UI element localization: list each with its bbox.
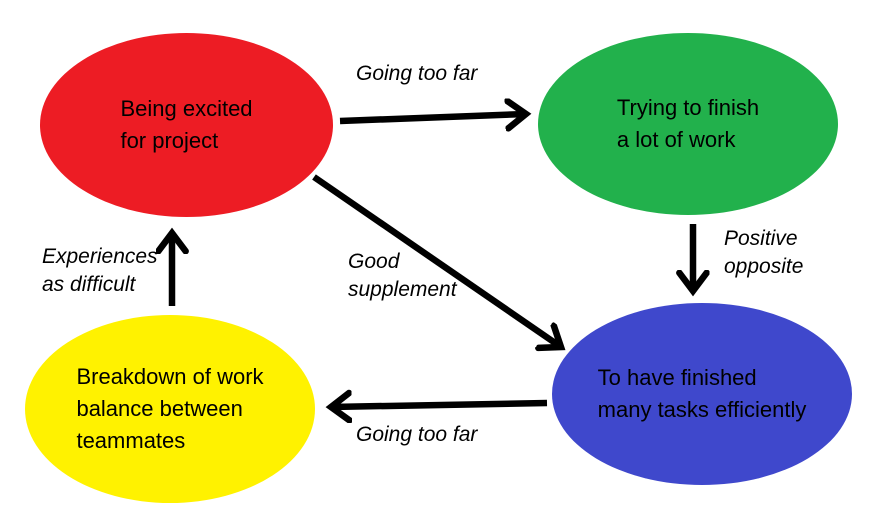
node-breakdown-work-balance: Breakdown of work balance between teamma… — [25, 315, 315, 503]
arrow-excited-to-trying — [339, 114, 526, 121]
edge-label-experiences-as-difficult: Experiences as difficult — [42, 245, 158, 297]
edge-label-positive-opposite: Positive opposite — [724, 227, 804, 279]
node-finished-tasks: To have finished many tasks efficiently — [552, 303, 852, 485]
node-trying-to-finish: Trying to finish a lot of work — [538, 33, 838, 215]
arrow-finished-to-breakdown — [331, 403, 548, 407]
edge-label-going-too-far-top: Going too far — [356, 62, 478, 85]
edge-label-going-too-far-bottom: Going too far — [356, 423, 478, 446]
node-being-excited: Being excited for project — [40, 33, 333, 217]
edge-label-good-supplement: Good supplement — [348, 250, 457, 302]
arrow-excited-to-finished — [312, 174, 561, 347]
